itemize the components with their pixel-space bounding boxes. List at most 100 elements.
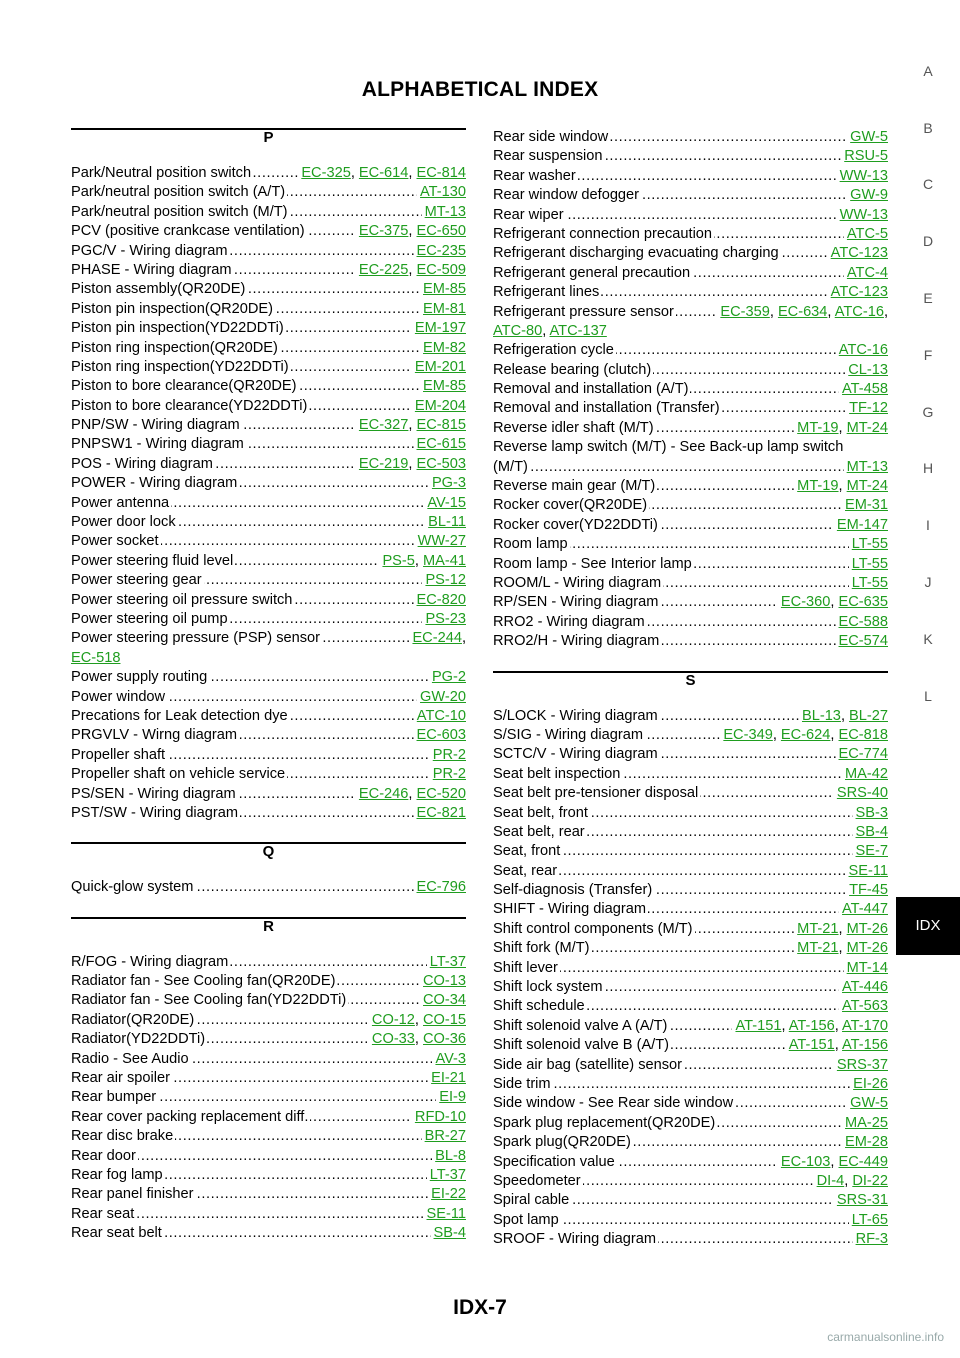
page-reference-link[interactable]: DI-4 — [816, 1172, 845, 1189]
page-reference-link[interactable]: LT-55 — [851, 555, 888, 572]
page-reference-link[interactable]: EC-820 — [416, 591, 466, 608]
page-reference-link[interactable]: TF-45 — [849, 882, 888, 899]
page-reference-link[interactable]: MA-42 — [845, 765, 888, 782]
page-reference-link[interactable]: AV-3 — [435, 1050, 466, 1067]
page-reference-link[interactable]: ATC-16 — [834, 303, 884, 320]
page-reference-link[interactable]: EC-509 — [416, 261, 466, 278]
page-reference-link[interactable]: EC-360 — [780, 594, 831, 611]
page-reference-link[interactable]: BL-27 — [849, 707, 888, 724]
page-reference-link[interactable]: EI-9 — [439, 1089, 466, 1106]
section-tab-g[interactable]: G — [922, 404, 934, 420]
page-reference-link[interactable]: CO-36 — [423, 1031, 466, 1048]
page-reference-link[interactable]: EI-26 — [853, 1075, 888, 1092]
page-reference-link[interactable]: MT-21 — [797, 940, 839, 957]
page-reference-link[interactable]: BL-11 — [428, 514, 466, 531]
page-reference-link[interactable]: LT-55 — [851, 574, 888, 591]
page-reference-link[interactable]: ATC-4 — [846, 264, 888, 281]
section-tab-h[interactable]: H — [922, 460, 934, 476]
page-reference-link[interactable]: ATC-137 — [549, 322, 607, 339]
page-reference-link[interactable]: MA-41 — [423, 552, 466, 569]
page-reference-link[interactable]: EC-635 — [838, 594, 888, 611]
page-reference-link[interactable]: EI-21 — [431, 1070, 466, 1087]
page-reference-link[interactable]: AT-447 — [842, 901, 888, 918]
page-reference-link[interactable]: PS-12 — [425, 572, 466, 589]
page-reference-link[interactable]: EC-503 — [416, 455, 466, 472]
page-reference-link[interactable]: EM-147 — [836, 516, 888, 533]
page-reference-link[interactable]: MT-19 — [797, 478, 839, 495]
page-reference-link[interactable]: MT-13 — [424, 203, 466, 220]
page-reference-link[interactable]: LT-65 — [851, 1211, 888, 1228]
page-reference-link[interactable]: AT-458 — [842, 381, 888, 398]
page-reference-link[interactable]: EI-22 — [431, 1186, 466, 1203]
page-reference-link[interactable]: EC-375 — [358, 223, 409, 240]
page-reference-link[interactable]: SE-7 — [855, 843, 888, 860]
page-reference-link[interactable]: AT-130 — [420, 184, 466, 201]
page-reference-link[interactable]: EC-244 — [412, 630, 462, 647]
page-reference-link[interactable]: EC-325 — [301, 165, 351, 181]
page-reference-link[interactable]: RFD-10 — [414, 1108, 466, 1125]
page-reference-link[interactable]: BL-8 — [435, 1147, 466, 1164]
page-reference-link[interactable]: EM-197 — [414, 320, 466, 337]
page-reference-link[interactable]: EC-796 — [416, 879, 466, 896]
page-reference-link[interactable]: ATC-123 — [830, 284, 888, 301]
page-reference-link[interactable]: PG-3 — [431, 475, 466, 492]
page-reference-link[interactable]: RSU-5 — [844, 148, 888, 165]
page-reference-link[interactable]: PR-2 — [432, 766, 466, 783]
page-reference-link[interactable]: SB-4 — [433, 1225, 466, 1242]
page-reference-link[interactable]: SRS-31 — [836, 1192, 888, 1209]
section-tab-a[interactable]: A — [923, 63, 933, 79]
page-reference-link[interactable]: PS-5 — [382, 552, 415, 569]
section-tab-f[interactable]: F — [923, 347, 933, 363]
page-reference-link[interactable]: EC-814 — [416, 165, 466, 181]
page-reference-link[interactable]: AT-446 — [842, 979, 888, 996]
page-reference-link[interactable]: LT-37 — [429, 1166, 466, 1183]
page-reference-link[interactable]: AT-156 — [788, 1017, 835, 1034]
page-reference-link[interactable]: EM-201 — [414, 358, 466, 375]
section-tab-k[interactable]: K — [923, 631, 933, 647]
section-tab-d[interactable]: D — [922, 233, 934, 249]
page-reference-link[interactable]: WW-13 — [839, 206, 888, 223]
page-reference-link[interactable]: PS-23 — [425, 610, 466, 627]
page-reference-link[interactable]: SB-4 — [855, 823, 888, 840]
page-reference-link[interactable]: EC-603 — [416, 727, 466, 744]
section-tab-j[interactable]: J — [924, 574, 932, 590]
page-reference-link[interactable]: CO-33 — [371, 1031, 415, 1048]
page-reference-link[interactable]: EC-246 — [358, 785, 409, 802]
page-reference-link[interactable]: EM-31 — [845, 497, 888, 514]
page-reference-link[interactable]: GW-5 — [850, 1095, 888, 1112]
page-reference-link[interactable]: WW-27 — [417, 533, 466, 550]
page-reference-link[interactable]: EC-359 — [720, 303, 770, 320]
page-reference-link[interactable]: EC-327 — [358, 417, 409, 434]
page-reference-link[interactable]: SE-11 — [426, 1205, 466, 1222]
section-tab-e[interactable]: E — [923, 290, 933, 306]
page-reference-link[interactable]: EM-85 — [423, 281, 466, 298]
page-reference-link[interactable]: GW-20 — [420, 688, 466, 705]
section-tab-i[interactable]: I — [926, 517, 930, 533]
page-reference-link[interactable]: MT-24 — [846, 419, 888, 436]
page-reference-link[interactable]: EC-774 — [838, 746, 888, 763]
page-reference-link[interactable]: GW-5 — [850, 129, 888, 145]
page-reference-link[interactable]: EC-219 — [358, 455, 409, 472]
page-reference-link[interactable]: SB-3 — [855, 804, 888, 821]
page-reference-link[interactable]: EC-235 — [416, 242, 466, 259]
page-reference-link[interactable]: AV-15 — [427, 494, 466, 511]
section-tab-c[interactable]: C — [922, 176, 934, 192]
page-reference-link[interactable]: EM-204 — [414, 397, 466, 414]
page-reference-link[interactable]: MT-24 — [846, 478, 888, 495]
page-reference-link[interactable]: EC-349 — [723, 726, 773, 743]
page-reference-link[interactable]: EC-103 — [780, 1153, 831, 1170]
page-reference-link[interactable]: PG-2 — [431, 669, 466, 686]
page-reference-link[interactable]: ATC-5 — [846, 225, 888, 242]
page-reference-link[interactable]: EC-518 — [71, 649, 121, 666]
page-reference-link[interactable]: CO-34 — [423, 992, 466, 1009]
page-reference-link[interactable]: LT-37 — [429, 953, 466, 970]
page-reference-link[interactable]: EM-28 — [845, 1134, 888, 1151]
page-reference-link[interactable]: LT-55 — [851, 536, 888, 553]
page-reference-link[interactable]: EM-82 — [423, 339, 466, 356]
page-reference-link[interactable]: EM-85 — [423, 378, 466, 395]
page-reference-link[interactable]: EC-818 — [838, 726, 888, 743]
page-reference-link[interactable]: AT-563 — [842, 998, 888, 1015]
page-reference-link[interactable]: GW-9 — [850, 187, 888, 204]
page-reference-link[interactable]: EC-588 — [838, 613, 888, 630]
page-reference-link[interactable]: MT-19 — [797, 419, 839, 436]
